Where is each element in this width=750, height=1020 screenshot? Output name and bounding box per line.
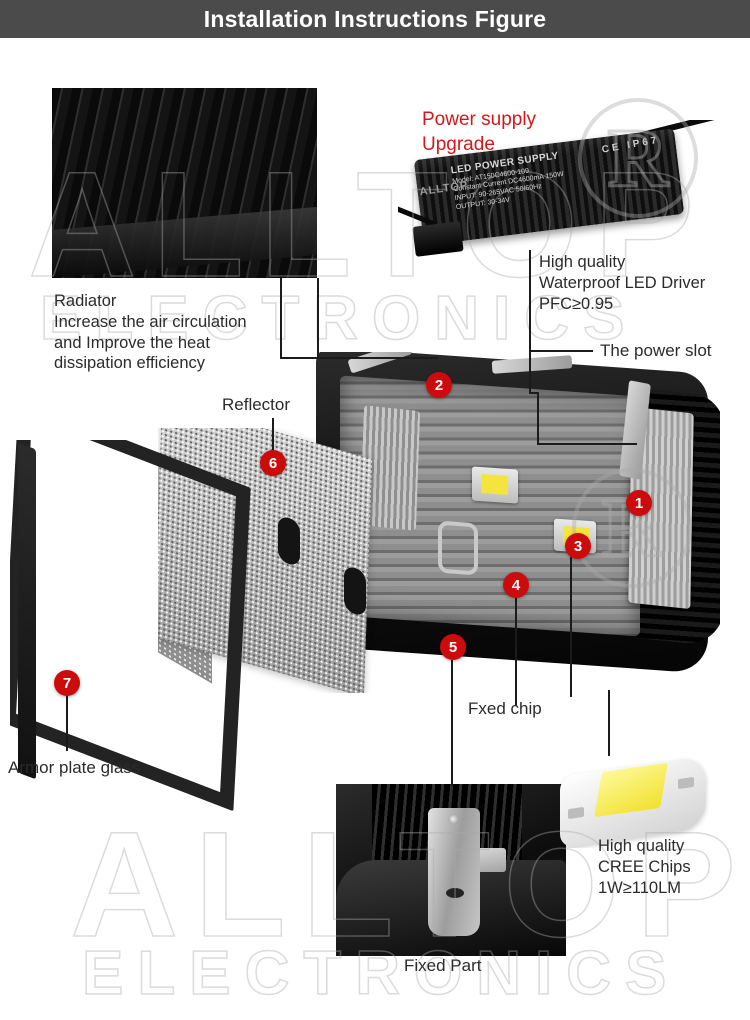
callout-badge-1[interactable]: 1 <box>626 490 652 516</box>
glass-edge <box>18 442 36 780</box>
callout-badge-6[interactable]: 6 <box>260 450 286 476</box>
psu-mounting-foot <box>412 221 464 257</box>
callout-badge-4[interactable]: 4 <box>503 572 529 598</box>
leader-armor-glass <box>66 693 68 751</box>
leader-radiator-vertical <box>317 278 319 358</box>
page-title: Installation Instructions Figure <box>203 5 547 32</box>
leader-fixed-part <box>451 660 453 786</box>
leader-driver-elbow <box>529 392 537 394</box>
callout-badge-3[interactable]: 3 <box>565 533 591 559</box>
label-cree-chips: High quality CREE Chips 1W≥110LM <box>598 837 691 897</box>
leader-radiator-left <box>280 278 282 358</box>
fixed-part-screw <box>448 814 458 824</box>
leader-driver-to-badge <box>537 443 637 445</box>
page-header: Installation Instructions Figure <box>0 0 750 38</box>
callout-badge-5[interactable]: 5 <box>440 634 466 660</box>
leader-radiator-horizontal <box>280 357 438 359</box>
leader-cree-chip <box>608 690 610 756</box>
label-power-slot: The power slot <box>600 341 712 360</box>
fixed-part-clip <box>428 808 480 936</box>
label-reflector: Reflector <box>222 395 291 414</box>
cree-led-chip-photo <box>560 756 710 848</box>
callout-badge-2[interactable]: 2 <box>426 372 452 398</box>
label-fixed-part: Fixed Part <box>404 956 482 975</box>
label-led-driver: High quality Waterproof LED Driver PFC≥0… <box>539 253 706 313</box>
leader-power-slot <box>529 350 593 352</box>
mounting-knob <box>438 520 478 576</box>
label-power-supply-upgrade: Power supply Upgrade <box>422 109 537 155</box>
radiator-photo <box>52 88 317 278</box>
reflector-aperture-2 <box>344 564 366 618</box>
armor-plate-glass-photo <box>10 440 310 840</box>
leader-driver-vertical <box>529 250 531 392</box>
leader-fixed-chip <box>570 557 572 697</box>
leader-bracket <box>515 596 517 706</box>
label-armor-plate-glass: Armor plate glass <box>8 758 141 777</box>
led-chip-left <box>472 466 518 504</box>
label-radiator: Radiator Increase the air circulation an… <box>54 292 247 373</box>
fixed-part-photo <box>336 784 566 956</box>
callout-badge-7[interactable]: 7 <box>54 670 80 696</box>
leader-reflector <box>272 418 274 455</box>
leader-driver-down <box>537 392 539 444</box>
label-fixed-chip: Fxed chip <box>468 699 542 718</box>
